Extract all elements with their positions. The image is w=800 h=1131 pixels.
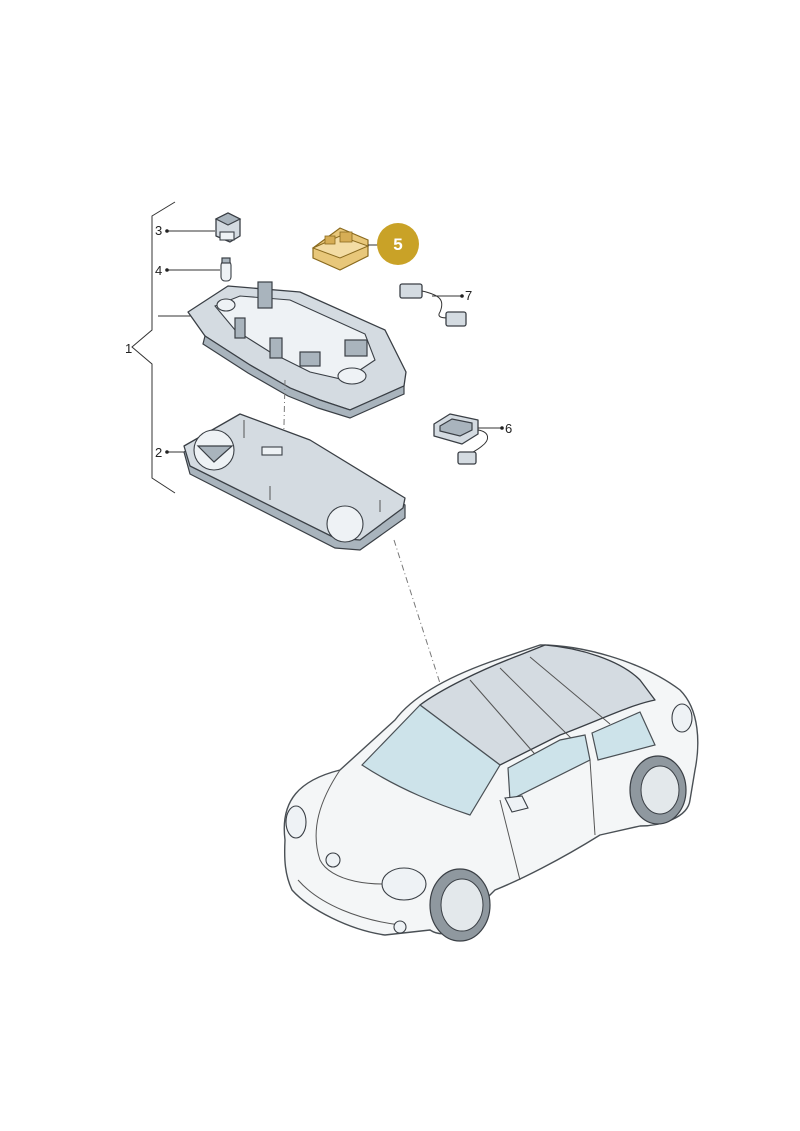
part-1-housing[interactable] xyxy=(187,281,407,419)
part-6-switch[interactable] xyxy=(433,413,488,465)
callout-2-label: 2 xyxy=(155,445,162,460)
part-2-cover[interactable] xyxy=(183,413,406,551)
callout-1-label: 1 xyxy=(125,341,132,356)
callout-6-label: 6 xyxy=(505,421,512,436)
callout-7-label: 7 xyxy=(465,288,472,303)
part-5-module[interactable] xyxy=(311,227,370,271)
group-bracket xyxy=(131,201,176,494)
callout-4-label: 4 xyxy=(155,263,162,278)
car-illustration xyxy=(283,644,699,942)
part-4-bulb[interactable] xyxy=(220,257,232,282)
callout-5-label: 5 xyxy=(393,235,402,254)
callout-3-label: 3 xyxy=(155,223,162,238)
callout-5-badge[interactable] xyxy=(377,223,419,265)
part-3-switch[interactable] xyxy=(214,212,242,243)
part-7-wiring[interactable] xyxy=(399,283,467,327)
alignment-line-1-2 xyxy=(282,379,286,471)
